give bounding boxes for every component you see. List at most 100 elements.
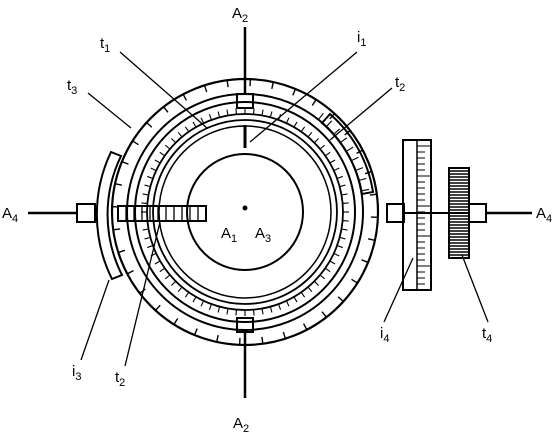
index-i3-arc: [95, 150, 124, 281]
middle-scale-tick: [341, 228, 348, 231]
middle-scale-tick: [333, 167, 340, 172]
middle-scale-tick: [300, 126, 306, 133]
right-pivot-block: [386, 203, 405, 223]
middle-scale-tick: [319, 274, 326, 280]
outer-scale-tick: [292, 88, 297, 96]
label-i1: i1: [357, 29, 366, 49]
disc-i4-scale: [417, 145, 431, 285]
outer-scale-tick: [226, 80, 229, 88]
outer-ring: [110, 77, 380, 347]
middle-scale-tick: [285, 117, 290, 124]
middle-scale-tick: [217, 111, 221, 118]
outer-scale-tick: [367, 238, 376, 241]
label-a3: A3: [255, 225, 271, 245]
outer-scale-tick: [261, 336, 264, 344]
middle-scale-tick: [154, 159, 161, 164]
arc-scale-t2: [320, 112, 375, 196]
outer-scale-tick: [369, 193, 377, 196]
center-dot: [242, 205, 248, 211]
scale-bar-t2: [117, 205, 207, 222]
outer-scale-tick: [154, 304, 161, 311]
middle-scale-tick: [217, 306, 221, 313]
outer-scale-tick: [121, 160, 129, 165]
top-pivot-block: [236, 93, 254, 109]
middle-scale-tick: [336, 245, 343, 249]
middle-scale-tick: [252, 309, 255, 316]
middle-scale-tick: [341, 193, 348, 196]
middle-scale-tick: [142, 228, 149, 231]
middle-scale-tick: [208, 114, 212, 121]
inner-ring: [152, 119, 338, 305]
middle-scale-tick: [324, 151, 331, 157]
middle-scale-tick: [324, 267, 331, 273]
arc-scale-tick: [356, 167, 364, 171]
outer-scale-tick: [146, 121, 153, 128]
scale-bar-t2-ticks: [125, 206, 199, 221]
outer-scale-tick: [163, 106, 169, 113]
outer-scale-tick: [182, 93, 188, 101]
middle-scale-tick: [342, 202, 349, 205]
outer-scale-tick: [113, 228, 121, 231]
leader-t4: [461, 254, 489, 323]
middle-scale-tick: [278, 303, 282, 310]
outer-scale-tick: [282, 331, 287, 339]
label-a1: A1: [221, 225, 237, 245]
middle-scale-tick: [261, 308, 264, 315]
leader-t1: [119, 51, 208, 129]
middle-scale-tick: [154, 260, 161, 265]
middle-scale-tick: [147, 175, 154, 179]
leader-i3: [80, 279, 110, 361]
label-i3: i3: [72, 363, 81, 383]
middle-scale-tick: [235, 309, 238, 316]
outer-scale-tick: [311, 99, 317, 106]
middle-scale-tick: [307, 131, 313, 138]
center-disc: [186, 153, 304, 271]
middle-scale-tick: [144, 236, 151, 240]
label-t1: t1: [100, 35, 110, 55]
middle-scale-tick: [307, 286, 313, 293]
outer-scale-tick: [302, 323, 308, 331]
middle-scale-tick: [300, 291, 306, 298]
leader-i1: [249, 51, 358, 143]
inner-ring-edge: [158, 125, 332, 299]
outer-scale-tick: [126, 269, 134, 275]
middle-scale-tick: [342, 219, 349, 222]
outer-scale-tick: [361, 259, 369, 264]
middle-scale-tick: [329, 260, 336, 265]
label-a4-right: A4: [536, 205, 552, 225]
middle-scale-tick: [252, 108, 255, 115]
middle-scale-tick: [142, 193, 149, 196]
outer-scale-tick: [271, 81, 274, 90]
middle-scale-tick: [164, 274, 171, 280]
label-a2-bottom: A2: [233, 415, 249, 435]
middle-scale-tick: [269, 306, 273, 313]
middle-scale-tick: [200, 300, 205, 307]
outer-ring-scale: [112, 79, 378, 345]
label-t4: t4: [482, 325, 492, 345]
middle-scale-tick: [339, 236, 346, 240]
middle-ring: [134, 101, 356, 323]
middle-scale-tick: [200, 117, 205, 124]
middle-scale-tick: [269, 111, 273, 118]
middle-scale-tick: [192, 121, 197, 128]
arc-scale-tick: [361, 188, 370, 192]
arc-scale-tick: [340, 137, 348, 143]
middle-scale-tick: [339, 184, 346, 188]
outer-scale-tick: [193, 328, 198, 336]
outer-scale-tick: [132, 140, 139, 146]
middle-scale-tick: [150, 167, 157, 172]
middle-scale-tick: [208, 303, 212, 310]
label-a4-left: A4: [2, 205, 18, 225]
middle-scale-tick: [313, 280, 319, 286]
middle-scale-tick: [192, 296, 197, 303]
bottom-pivot-block: [236, 317, 254, 333]
left-pivot-block: [76, 203, 96, 223]
middle-scale-tick: [141, 202, 148, 205]
middle-scale-tick: [159, 151, 166, 157]
outer-scale-tick: [118, 249, 126, 254]
middle-scale-tick: [261, 109, 264, 116]
middle-scale-tick: [313, 138, 319, 144]
outer-scale-tick: [337, 296, 344, 303]
label-t3: t3: [67, 77, 77, 97]
